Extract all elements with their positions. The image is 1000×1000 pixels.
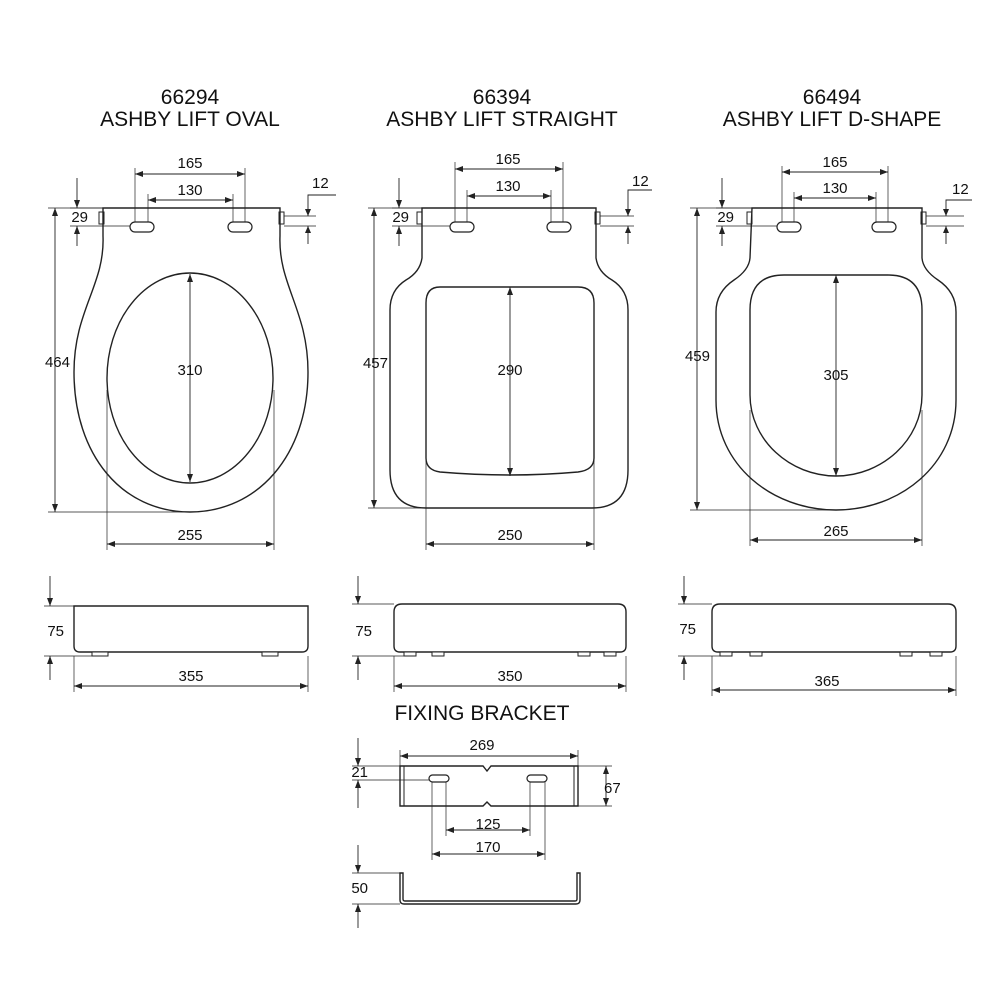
bracket-dim-slot-offset: 21 [351,764,368,781]
oval-dim-hinge-offset: 29 [71,209,88,226]
dshape-dimensions: 165 130 29 12 459 305 265 [685,154,972,546]
straight-dim-side-height: 75 [355,623,372,640]
seat-name-straight: ASHBY LIFT STRAIGHT [386,108,618,131]
seat-name-dshape: ASHBY LIFT D-SHAPE [723,108,942,131]
dshape-dim-opening-width: 265 [823,523,848,540]
straight-seat-top-view [389,207,629,509]
bracket-side-view: 50 [351,845,581,928]
straight-seat-side-view: 75 350 [352,576,627,692]
seat-code-dshape: 66494 [803,86,862,109]
bracket-top-view [399,765,579,807]
dshape-dim-opening-length: 305 [823,367,848,384]
bracket-dim-inner-spacing: 125 [475,816,500,833]
oval-seat-side-view: 75 355 [44,576,309,692]
seat-code-oval: 66294 [161,86,220,109]
oval-dim-hinge-outer: 165 [177,155,202,172]
dshape-dim-side-width: 365 [814,673,839,690]
straight-dim-opening-length: 290 [497,362,522,379]
oval-dim-side-height: 75 [47,623,64,640]
oval-dim-hinge-inner: 130 [177,182,202,199]
dshape-dim-overall-length: 459 [685,348,710,365]
bracket-dim-width: 269 [469,737,494,754]
oval-dim-overall-length: 464 [45,354,70,371]
straight-dim-overall-length: 457 [363,355,388,372]
oval-dim-side-width: 355 [178,668,203,685]
straight-dim-hinge-inner: 130 [495,178,520,195]
dshape-dim-hinge-offset: 29 [717,209,734,226]
bracket-dim-outer-spacing: 170 [475,839,500,856]
bracket-dimensions: 269 21 67 125 170 [351,737,621,860]
oval-seat-top-view [73,207,309,513]
straight-dim-hinge-outer: 165 [495,151,520,168]
oval-dim-hinge-thickness: 12 [312,175,329,192]
straight-dim-hinge-thickness: 12 [632,173,649,190]
bracket-dim-depth: 67 [604,780,621,797]
seat-name-oval: ASHBY LIFT OVAL [100,108,280,131]
oval-dimensions: 165 130 29 12 464 310 255 [45,155,336,550]
dshape-dim-hinge-thickness: 12 [952,181,969,198]
bracket-dim-height: 50 [351,880,368,897]
bracket-title: FIXING BRACKET [394,702,569,725]
oval-dim-opening-length: 310 [177,362,202,379]
straight-dimensions: 165 130 29 12 457 290 250 [363,151,652,550]
straight-dim-opening-width: 250 [497,527,522,544]
straight-dim-hinge-offset: 29 [392,209,409,226]
seat-code-straight: 66394 [473,86,532,109]
dshape-dim-hinge-outer: 165 [822,154,847,171]
dshape-dim-hinge-inner: 130 [822,180,847,197]
dshape-seat-side-view: 75 365 [678,576,957,696]
dshape-dim-side-height: 75 [679,621,696,638]
oval-dim-opening-width: 255 [177,527,202,544]
straight-dim-side-width: 350 [497,668,522,685]
